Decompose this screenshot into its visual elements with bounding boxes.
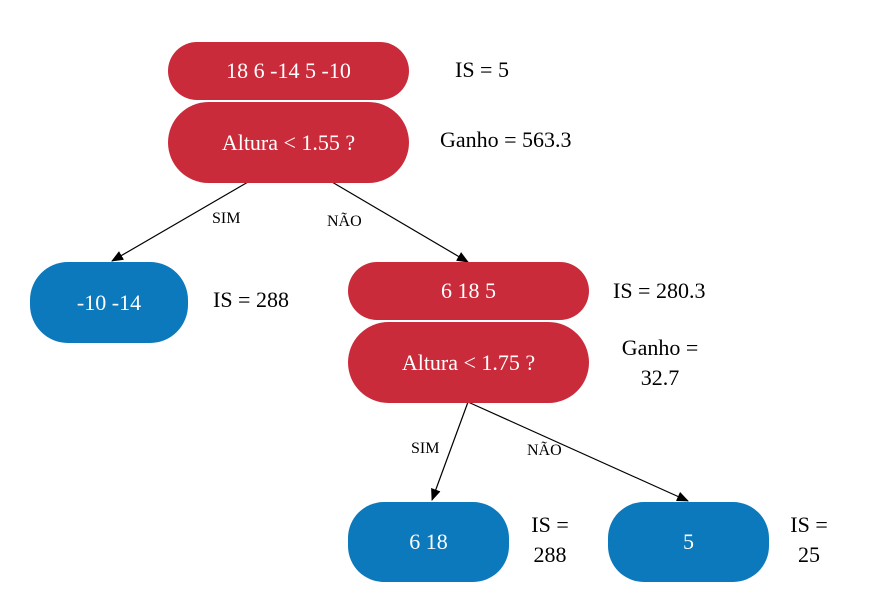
edge-right-split-to-leaf-a [431,401,469,501]
leaf-b-node: 5 [608,502,769,582]
edge-label-yes-root: SIM [212,210,241,227]
left-leaf-values: -10 -14 [76,289,142,315]
right-split-is-label: IS = 280.3 [613,278,706,303]
root-question: Altura < 1.55 ? [221,129,356,155]
root-values: 18 6 -14 5 -10 [226,58,351,83]
right-split-values-node: 6 18 5 [348,262,589,320]
right-split-question-node: Altura < 1.75 ? [348,322,589,403]
right-split-question: Altura < 1.75 ? [401,349,536,375]
edge-root-to-right-split [331,181,469,263]
leaf-a-values: 6 18 [409,529,448,554]
edge-label-no-root: NÃO [327,213,362,230]
right-split-gain-label: Ganho = 32.7 [610,333,710,393]
right-split-gain-line1: Ganho = [621,335,699,360]
right-split-gain-line2: 32.7 [640,365,680,390]
leaf-a-is-label: IS = 288 [520,510,580,570]
edge-root-to-left-leaf [111,181,249,262]
leaf-a-node: 6 18 [348,502,509,582]
leaf-b-is-line1: IS = [790,512,828,537]
leaf-b-values: 5 [683,529,694,554]
left-leaf-is-label: IS = 288 [213,287,289,312]
edge-right-split-to-leaf-b [467,401,689,502]
edge-label-yes-split: SIM [411,440,440,457]
edge-label-no-split: NÃO [527,442,562,459]
leaf-a-is-line2: 288 [533,542,567,567]
leaf-a-is-line1: IS = [531,512,569,537]
leaf-b-is-line2: 25 [798,542,820,567]
root-is-label: IS = 5 [455,57,509,82]
root-values-node: 18 6 -14 5 -10 [168,42,409,100]
right-split-values: 6 18 5 [441,278,496,303]
root-gain-label: Ganho = 563.3 [440,127,572,152]
left-leaf-node: -10 -14 [30,262,188,343]
leaf-b-is-label: IS = 25 [779,510,839,570]
root-question-node: Altura < 1.55 ? [168,102,409,183]
